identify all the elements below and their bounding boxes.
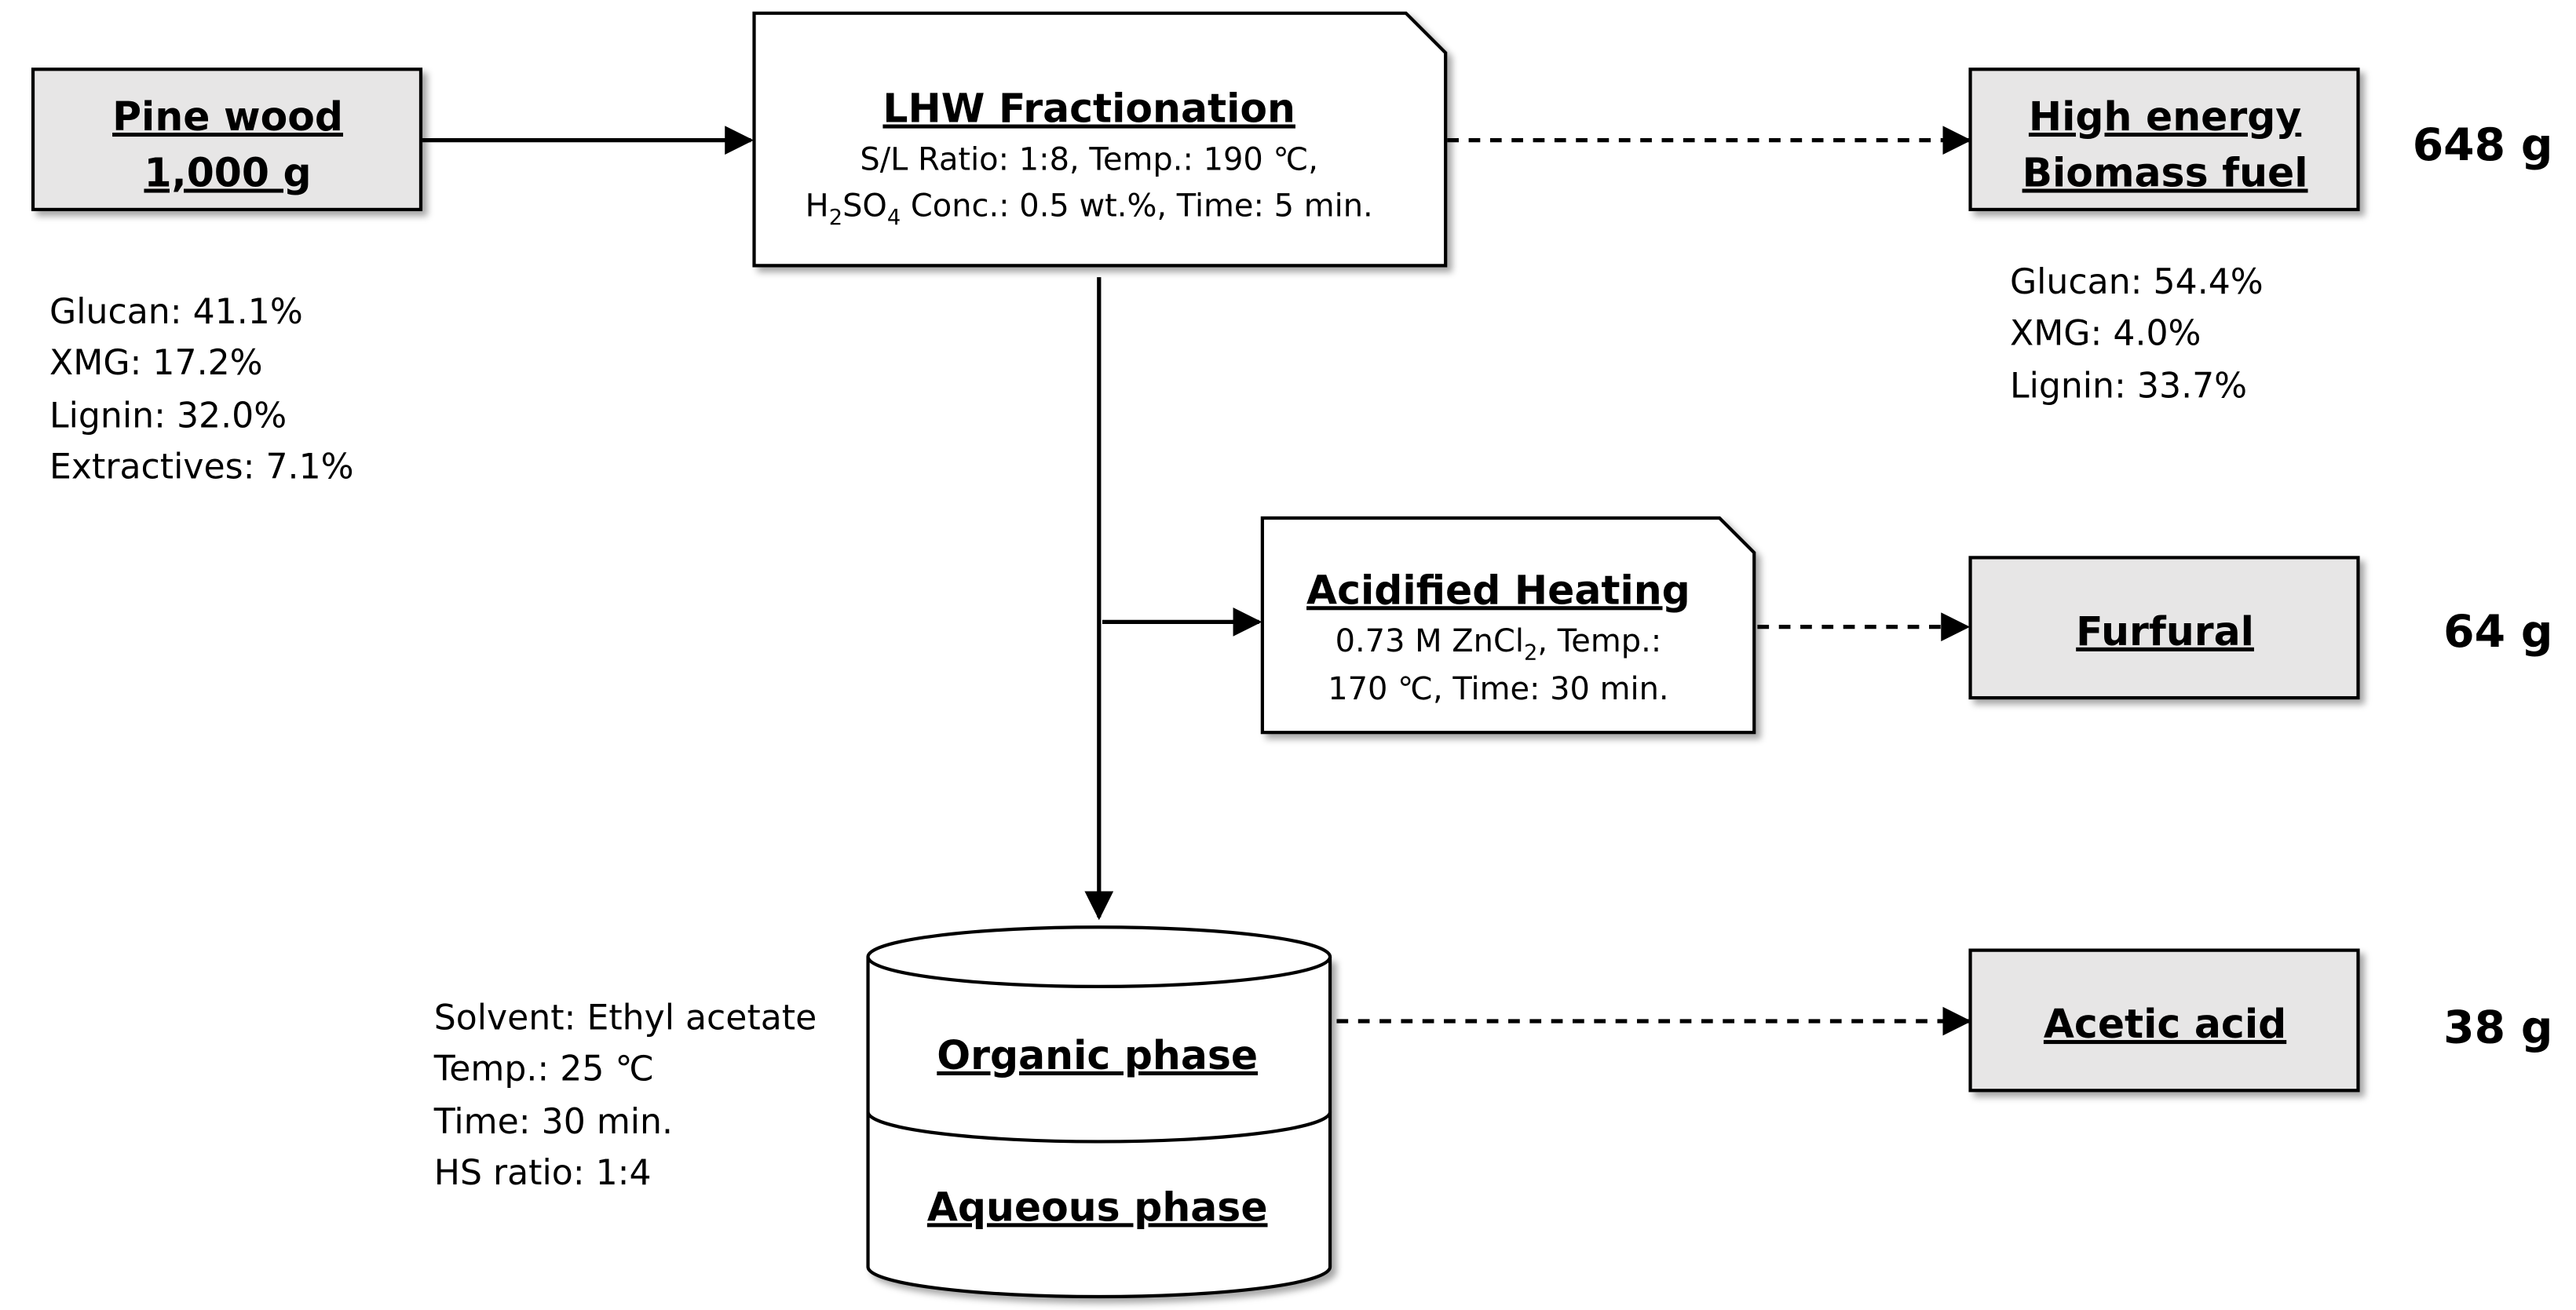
extraction-conditions: Solvent: Ethyl acetate Temp.: 25 ℃ Time:… <box>433 998 817 1194</box>
pine-composition: Glucan: 41.1% XMG: 17.2% Lignin: 32.0% E… <box>49 292 354 487</box>
lhw-conditions-line1: S/L Ratio: 1:8, Temp.: 190 ℃, <box>860 141 1318 177</box>
pine-wood-mass: 1,000 g <box>144 150 311 196</box>
acetic-acid-label: Acetic acid <box>2044 1001 2286 1047</box>
fuel-composition-glucan: Glucan: 54.4% <box>2010 262 2264 302</box>
extraction-time: Time: 30 min. <box>433 1102 673 1142</box>
acetic-acid-yield: 38 g <box>2443 1002 2552 1053</box>
lhw-conditions-line2: H2SO4 Conc.: 0.5 wt.%, Time: 5 min. <box>806 188 1373 230</box>
pine-composition-extractives: Extractives: 7.1% <box>49 447 354 487</box>
acidified-title: Acidified Heating <box>1306 567 1690 613</box>
pine-wood-label: Pine wood <box>112 93 343 140</box>
biomass-fuel-line2: Biomass fuel <box>2022 150 2308 196</box>
lhw-fractionation-node: LHW Fractionation S/L Ratio: 1:8, Temp.:… <box>752 11 1448 268</box>
extraction-solvent: Solvent: Ethyl acetate <box>434 998 817 1038</box>
extraction-temp: Temp.: 25 ℃ <box>433 1049 654 1089</box>
fuel-composition-lignin: Lignin: 33.7% <box>2010 367 2247 407</box>
organic-phase-label: Organic phase <box>937 1032 1258 1078</box>
furfural-label: Furfural <box>2076 608 2254 655</box>
separation-tank: Organic phase Aqueous phase <box>866 925 1332 1299</box>
lhw-title: LHW Fractionation <box>882 86 1295 132</box>
acidified-conditions-line2: 170 ℃, Time: 30 min. <box>1328 671 1668 707</box>
furfural-node: Furfural <box>1968 556 2360 700</box>
acidified-heating-node: Acidified Heating 0.73 M ZnCl2, Temp.: 1… <box>1260 516 1756 735</box>
pine-composition-glucan: Glucan: 41.1% <box>49 292 303 332</box>
biomass-fuel-node: High energy Biomass fuel <box>1968 68 2360 212</box>
furfural-yield: 64 g <box>2443 606 2552 658</box>
fuel-composition: Glucan: 54.4% XMG: 4.0% Lignin: 33.7% <box>2010 262 2264 406</box>
pine-composition-lignin: Lignin: 32.0% <box>49 396 287 436</box>
pine-composition-xmg: XMG: 17.2% <box>49 343 263 383</box>
biomass-fuel-line1: High energy <box>2029 93 2301 140</box>
aqueous-phase-label: Aqueous phase <box>927 1184 1268 1230</box>
biomass-fuel-yield: 648 g <box>2413 119 2553 171</box>
pine-wood-node: Pine wood 1,000 g <box>31 68 423 212</box>
fuel-composition-xmg: XMG: 4.0% <box>2010 313 2201 353</box>
acidified-conditions-line1: 0.73 M ZnCl2, Temp.: <box>1336 623 1662 666</box>
acetic-acid-node: Acetic acid <box>1968 948 2360 1093</box>
extraction-hs-ratio: HS ratio: 1:4 <box>434 1153 652 1193</box>
